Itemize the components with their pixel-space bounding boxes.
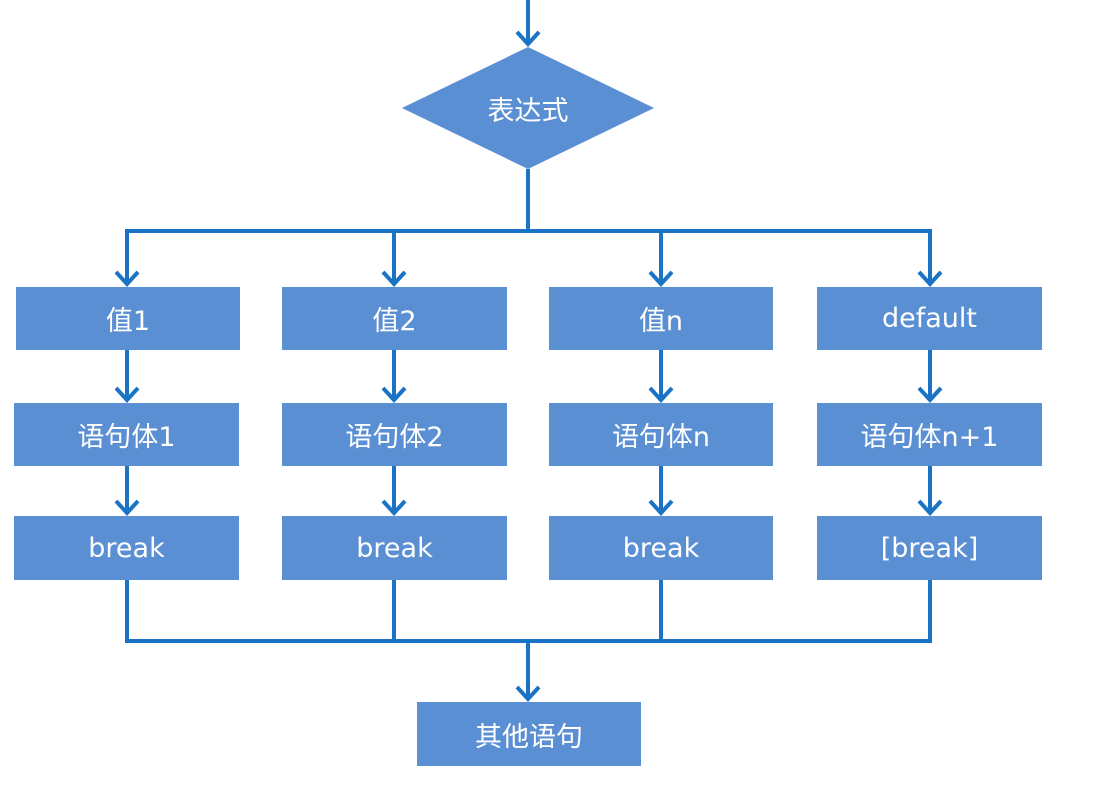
case-value-1: 值1	[16, 287, 240, 350]
value-to-statement-arrow-1-arrowhead	[114, 386, 140, 403]
merge-arrow-arrowhead	[515, 685, 541, 702]
final-statement: 其他语句	[417, 702, 641, 766]
statement-to-break-arrow-n-arrowhead	[648, 499, 674, 516]
statement-to-break-arrow-1-arrowhead	[114, 499, 140, 516]
value-to-statement-arrow-n-arrowhead	[648, 386, 674, 403]
entry-arrow-arrowhead	[515, 30, 541, 47]
default-break: [break]	[817, 516, 1042, 580]
default-statement: 语句体n+1	[817, 403, 1042, 466]
case-statement-2: 语句体2	[282, 403, 507, 466]
value-to-statement-arrow-default-arrowhead	[917, 386, 943, 403]
case-break-n: break	[549, 516, 773, 580]
decision-diamond	[402, 47, 654, 169]
case-value-n: 值n	[549, 287, 773, 350]
branch-arrow-default-arrowhead	[917, 270, 943, 287]
case-statement-1: 语句体1	[14, 403, 239, 466]
statement-to-break-arrow-default-arrowhead	[917, 499, 943, 516]
branch-arrow-n-arrowhead	[648, 270, 674, 287]
case-break-1: break	[14, 516, 239, 580]
value-to-statement-arrow-2-arrowhead	[381, 386, 407, 403]
branch-arrow-1-arrowhead	[114, 270, 140, 287]
decision-label: 表达式	[487, 95, 569, 127]
case-break-2: break	[282, 516, 507, 580]
statement-to-break-arrow-2-arrowhead	[381, 499, 407, 516]
branch-arrow-2-arrowhead	[381, 270, 407, 287]
case-value-2: 值2	[282, 287, 507, 350]
default-value: default	[817, 287, 1042, 350]
case-statement-n: 语句体n	[549, 403, 773, 466]
